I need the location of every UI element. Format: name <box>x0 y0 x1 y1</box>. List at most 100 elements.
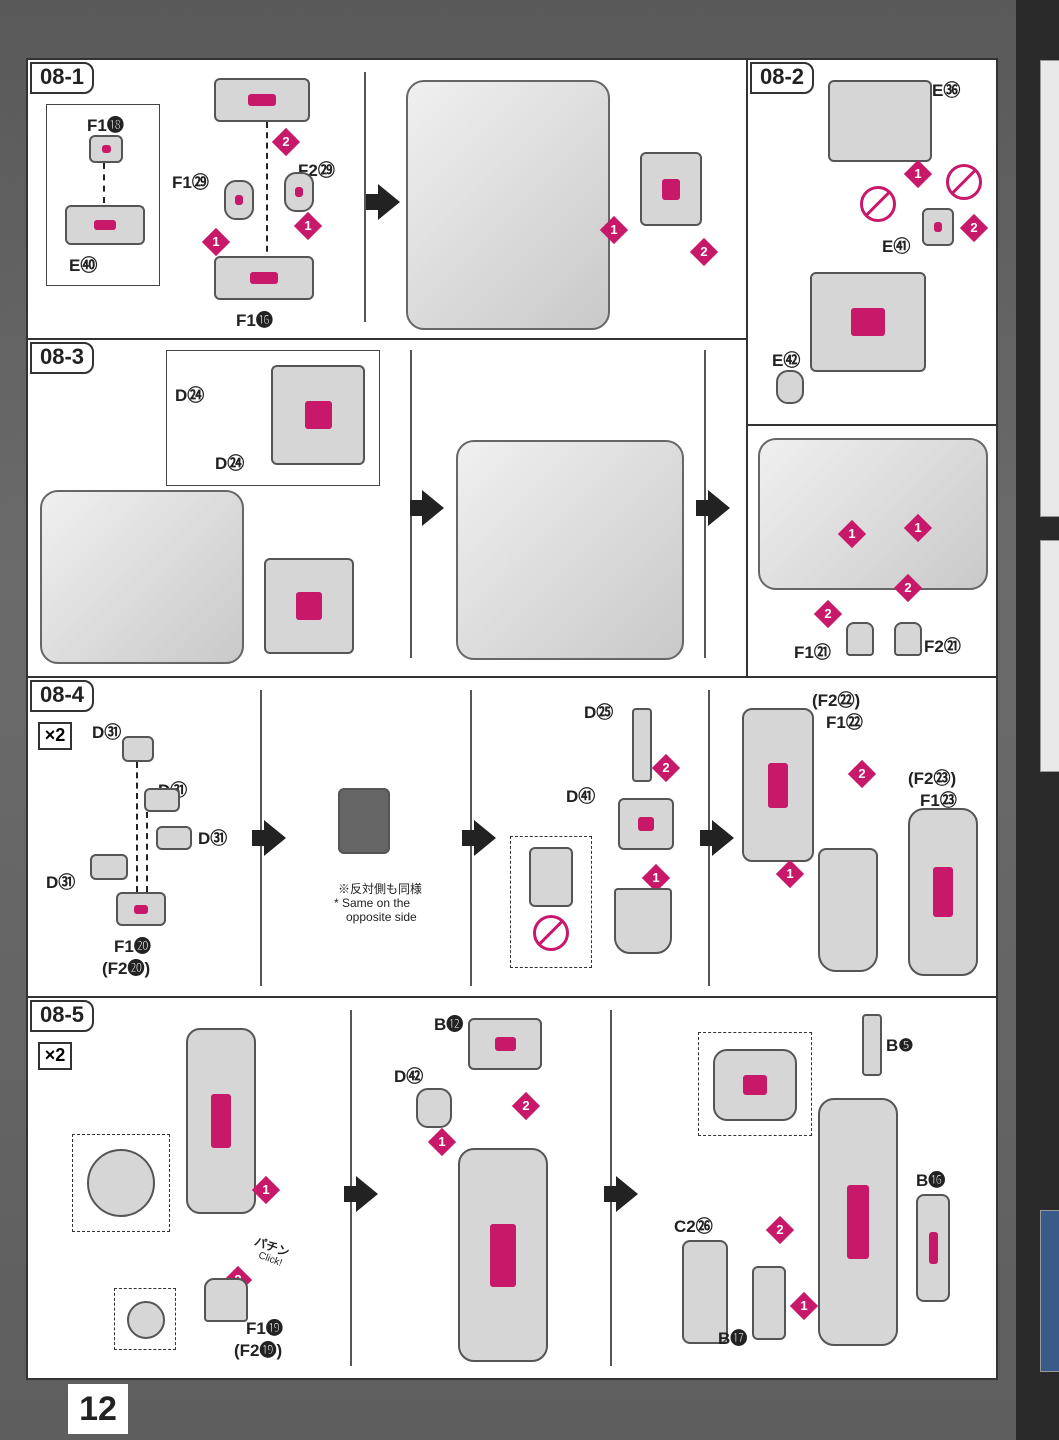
step-badge: 2 <box>847 759 877 789</box>
part-shape <box>122 736 154 762</box>
part-shape <box>468 1018 542 1070</box>
dashed-guide <box>266 122 268 262</box>
prohibited-icon <box>860 186 896 222</box>
step-badge: 1 <box>599 215 629 245</box>
part-shape <box>90 854 128 880</box>
step-08-3: 08-3 D㉔ D㉔ <box>28 340 748 678</box>
part-shape <box>416 1088 452 1128</box>
detail-inset: F1⓲ E㊵ <box>46 104 160 286</box>
part-shape <box>264 558 354 654</box>
adjacent-page-panel-mid <box>1040 540 1059 772</box>
part-shape <box>894 622 922 656</box>
part-shape <box>640 152 702 226</box>
part-shape <box>458 1148 548 1362</box>
step-badge: 1 <box>293 211 323 241</box>
step-tag: 08-1 <box>30 62 95 94</box>
part-label: D㉔ <box>175 386 205 405</box>
part-shape <box>529 847 573 907</box>
part-shape <box>214 78 310 122</box>
part-label: E㊶ <box>882 237 911 256</box>
part-label: E㊱ <box>932 81 961 100</box>
step-tag: 08-2 <box>750 62 815 94</box>
part-shape <box>846 622 874 656</box>
part-shape <box>618 798 674 850</box>
robot-illustration <box>758 438 988 590</box>
step-arrow <box>366 184 400 220</box>
detail-inset <box>72 1134 170 1232</box>
part-label: F2㉑ <box>924 637 961 656</box>
step-badge: 2 <box>511 1091 541 1121</box>
step-badge: 1 <box>427 1127 457 1157</box>
part-label: F1㉙ <box>172 173 209 192</box>
note-en: opposite side <box>346 910 417 924</box>
step-08-4: 08-4 ×2 D㉛ D㉛ D㉛ D㉛ F1⓴ (F2⓴) ※反対側も同様 * … <box>28 678 998 998</box>
part-shape <box>776 370 804 404</box>
step-tag: 08-5 <box>30 1000 95 1032</box>
part-label: (F2⓳) <box>234 1341 283 1360</box>
part-shape <box>916 1194 950 1302</box>
step-badge: 2 <box>959 213 989 243</box>
part-label: F1㉓ <box>920 791 957 810</box>
detail-inset: D㉔ D㉔ <box>166 350 380 486</box>
part-shape <box>908 808 978 976</box>
part-label: F1㉑ <box>794 643 831 662</box>
step-badge: 1 <box>251 1175 281 1205</box>
part-shape <box>204 1278 248 1322</box>
step-arrow <box>252 820 286 856</box>
part-label: (F2㉓) <box>908 769 957 788</box>
step-08-5: 08-5 ×2 1 2 パチン Click! F1⓳ (F2⓳) B⓬ D㊷ 1… <box>28 998 998 1380</box>
step-badge: 1 <box>903 513 933 543</box>
part-label: B❺ <box>886 1036 914 1055</box>
part-label: D㉔ <box>215 454 245 473</box>
part-shape <box>338 788 390 854</box>
prohibited-icon <box>533 915 569 951</box>
part-label: D㉛ <box>92 723 122 742</box>
part-shape <box>632 708 652 782</box>
part-label: (F2㉒) <box>812 691 861 710</box>
part-shape <box>818 1098 898 1346</box>
adjacent-page-panel-top <box>1040 60 1059 517</box>
manual-page: 08-1 F1⓲ E㊵ 2 F1㉙ F2㉙ 1 1 F1⓰ 1 2 08-2 E… <box>26 58 998 1380</box>
part-shape <box>682 1240 728 1344</box>
part-label: D㉛ <box>46 873 76 892</box>
step-badge: 2 <box>689 237 719 267</box>
part-shape <box>144 788 180 812</box>
step-badge: 2 <box>765 1215 795 1245</box>
step-badge: 2 <box>651 753 681 783</box>
dashed-guide <box>136 762 138 892</box>
part-shape <box>87 1149 155 1217</box>
step-badge: 2 <box>813 599 843 629</box>
part-shape <box>922 208 954 246</box>
part-shape <box>862 1014 882 1076</box>
step-badge: 1 <box>903 159 933 189</box>
part-shape <box>186 1028 256 1214</box>
column-divider <box>364 72 366 322</box>
step-08-1: 08-1 F1⓲ E㊵ 2 F1㉙ F2㉙ 1 1 F1⓰ 1 2 <box>28 60 748 340</box>
detail-inset <box>510 836 592 968</box>
part-shape <box>65 205 145 245</box>
part-shape <box>828 80 932 162</box>
step-arrow <box>410 490 444 526</box>
part-shape <box>284 172 314 212</box>
part-label: E㊵ <box>69 256 98 275</box>
part-label: E㊷ <box>772 351 801 370</box>
robot-illustration <box>456 440 684 660</box>
step-08-2: 08-2 E㊱ 1 E㊶ 2 E㊷ <box>746 60 998 426</box>
step-tag: 08-4 <box>30 680 95 712</box>
robot-illustration <box>40 490 244 664</box>
part-label: D㊷ <box>394 1067 424 1086</box>
prohibited-icon <box>946 164 982 200</box>
part-label: D㉛ <box>198 829 228 848</box>
part-shape <box>742 708 814 862</box>
part-label: F1⓳ <box>246 1319 283 1338</box>
multiplier-badge: ×2 <box>38 722 72 750</box>
part-label: F1⓴ <box>114 937 151 956</box>
robot-illustration <box>406 80 610 330</box>
part-label: B⓱ <box>718 1329 748 1348</box>
part-shape <box>116 892 166 926</box>
part-shape <box>224 180 254 220</box>
part-shape <box>127 1301 165 1339</box>
part-shape <box>614 888 672 954</box>
part-label: B⓰ <box>916 1171 946 1190</box>
detail-inset <box>698 1032 812 1136</box>
